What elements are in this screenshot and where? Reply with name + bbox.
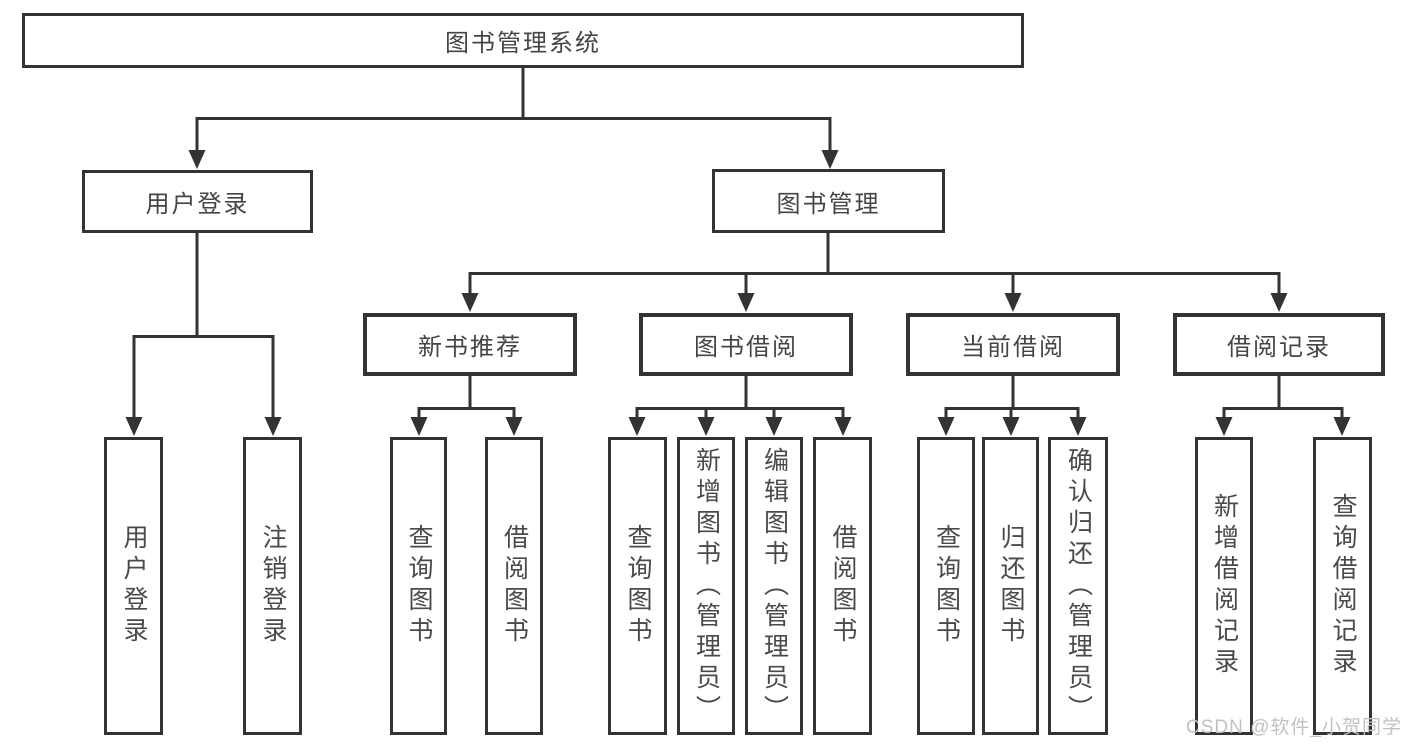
leaf-return-book: 归还图书 bbox=[982, 437, 1039, 735]
leaf-edit-book-admin: 编辑图书（管理员） bbox=[745, 437, 803, 735]
node-current-borrow-label: 当前借阅 bbox=[961, 334, 1065, 361]
node-user-login-label: 用户登录 bbox=[145, 191, 250, 218]
leaf-query-books-borrow: 查询图书 bbox=[608, 437, 667, 735]
leaf-query-books-recommend-label: 查询图书 bbox=[405, 524, 433, 648]
leaf-query-books-recommend: 查询图书 bbox=[390, 437, 447, 735]
leaf-query-books-current-label: 查询图书 bbox=[932, 524, 961, 648]
leaf-confirm-return-admin: 确认归还（管理员） bbox=[1048, 437, 1108, 735]
watermark: CSDN @软件_小贺同学 bbox=[1186, 717, 1402, 738]
node-book-borrow: 图书借阅 bbox=[639, 313, 853, 376]
leaf-return-book-label: 归还图书 bbox=[997, 524, 1025, 648]
node-book-management: 图书管理 bbox=[712, 169, 945, 233]
node-borrow-records: 借阅记录 bbox=[1173, 313, 1385, 376]
node-new-book-recommend: 新书推荐 bbox=[363, 313, 577, 376]
leaf-user-login-label: 用户登录 bbox=[120, 524, 148, 648]
leaf-add-borrow-record-label: 新增借阅记录 bbox=[1210, 493, 1239, 679]
node-user-login: 用户登录 bbox=[82, 170, 313, 233]
node-library-system: 图书管理系统 bbox=[22, 13, 1024, 68]
leaf-borrow-books-label: 借阅图书 bbox=[829, 524, 857, 648]
leaf-query-borrow-record-label: 查询借阅记录 bbox=[1329, 493, 1357, 679]
node-new-book-recommend-label: 新书推荐 bbox=[418, 334, 522, 361]
node-book-borrow-label: 图书借阅 bbox=[694, 334, 798, 361]
node-borrow-records-label: 借阅记录 bbox=[1227, 334, 1331, 361]
leaf-edit-book-admin-label: 编辑图书（管理员） bbox=[760, 446, 789, 726]
leaf-query-books-borrow-label: 查询图书 bbox=[624, 524, 652, 648]
leaf-add-book-admin: 新增图书（管理员） bbox=[677, 437, 735, 735]
node-book-management-label: 图书管理 bbox=[776, 190, 881, 218]
leaf-add-borrow-record: 新增借阅记录 bbox=[1195, 437, 1253, 735]
leaf-query-books-current: 查询图书 bbox=[917, 437, 975, 735]
leaf-borrow-books-recommend-label: 借阅图书 bbox=[500, 524, 529, 648]
arrowhead-icons bbox=[125, 150, 1351, 436]
leaf-borrow-books-recommend: 借阅图书 bbox=[485, 437, 543, 735]
leaf-logout: 注销登录 bbox=[243, 437, 302, 735]
leaf-add-book-admin-label: 新增图书（管理员） bbox=[692, 446, 721, 726]
leaf-borrow-books: 借阅图书 bbox=[813, 437, 872, 735]
leaf-logout-label: 注销登录 bbox=[259, 524, 287, 648]
leaf-query-borrow-record: 查询借阅记录 bbox=[1313, 437, 1372, 735]
node-library-system-label: 图书管理系统 bbox=[445, 30, 601, 57]
node-current-borrow: 当前借阅 bbox=[906, 313, 1120, 376]
leaf-user-login: 用户登录 bbox=[104, 437, 163, 735]
leaf-confirm-return-admin-label: 确认归还（管理员） bbox=[1064, 446, 1093, 726]
